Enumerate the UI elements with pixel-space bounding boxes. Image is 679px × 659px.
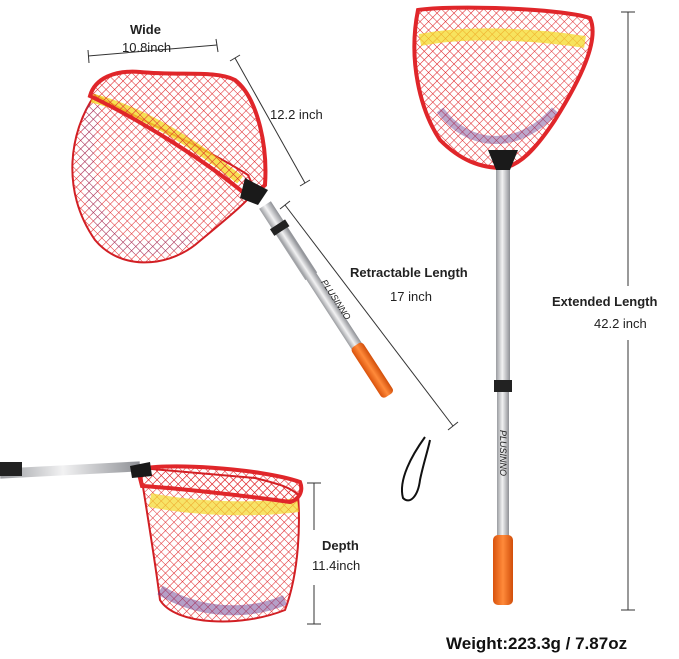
dim-extended-line [621,11,635,611]
dim-retractable-line [279,200,459,431]
net-extended: PLUSINNO [412,5,595,605]
dim-wide-line [87,38,219,64]
pole-extended [496,165,510,380]
pole-tilted: PLUSINNO [259,201,393,398]
grip-extended [493,535,513,605]
net-tilted: PLUSINNO [71,69,431,502]
brand-mark-extended: PLUSINNO [498,430,508,476]
net-side [0,461,304,623]
wide-value: 10.8inch [122,40,172,55]
weight-label: Weight:223.3g / 7.87oz [446,634,628,653]
extended-value: 42.2 inch [594,316,647,331]
length-value: 12.2 inch [270,107,323,122]
dim-length-line [229,54,311,187]
dim-depth-line [307,482,321,625]
depth-title: Depth [322,538,359,553]
pole-side [0,461,141,479]
wide-title: Wide [130,22,161,37]
retractable-title: Retractable Length [350,265,468,280]
wrist-strap [401,436,431,502]
depth-value: 11.4inch [312,558,361,573]
retractable-value: 17 inch [390,289,432,304]
extended-title: Extended Length [552,294,658,309]
